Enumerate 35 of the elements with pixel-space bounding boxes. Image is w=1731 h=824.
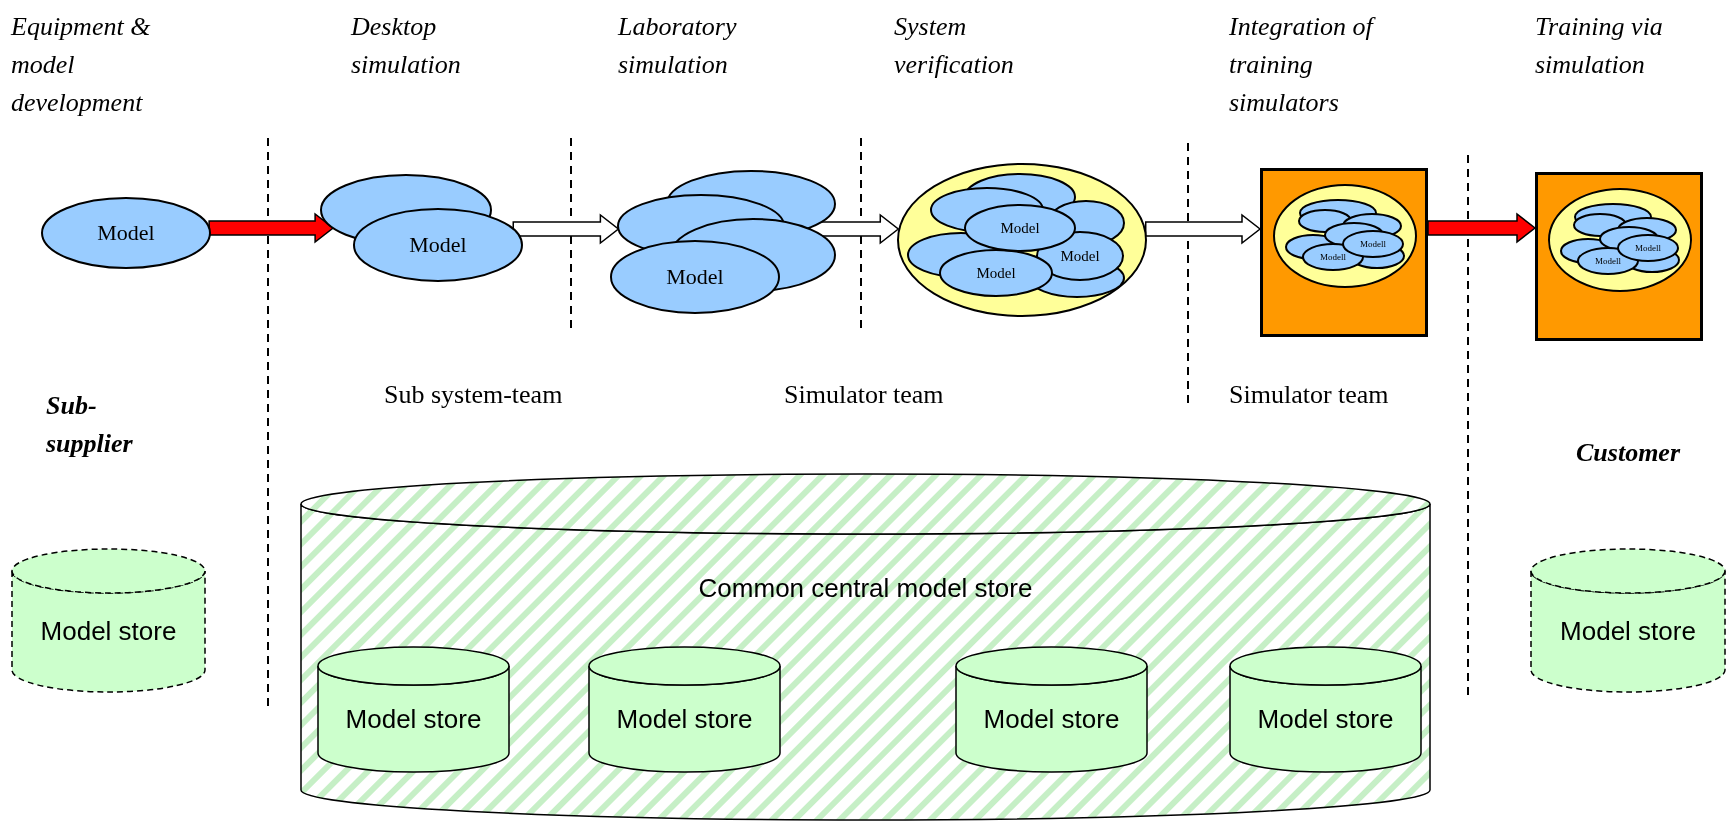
stage-heading: Training via simulation [1535,11,1664,81]
model-label: Model [666,266,724,288]
simulator-panel [1535,172,1703,341]
team-label: Simulator team [1229,379,1390,411]
model-label: Modell [1360,239,1386,249]
team-label: Sub system-team [384,379,564,411]
party-label: Sub-supplier [46,390,134,460]
model-label: Modell [1320,252,1346,262]
stage-heading: System verification [894,11,1015,81]
store-label: Model store [1257,703,1394,735]
block-arrow [808,213,900,245]
store-label: Common central model store [698,572,1033,604]
stage-heading: Integration of training simulators [1229,8,1419,122]
stage-heading: Equipment & model development [11,11,152,119]
store-label: Model store [1560,616,1696,647]
model-label: Model [976,265,1016,281]
model-label: Model [97,222,155,244]
stage-heading: Laboratory simulation [618,11,738,81]
simulator-panel [1260,168,1428,337]
party-label: Customer [1576,437,1682,469]
model-label: Model [1000,220,1040,236]
model-label: Modell [1595,256,1621,266]
store-label: Model store [983,703,1120,735]
model-label: Model [1060,248,1100,264]
block-arrow [512,213,620,245]
block-arrow [208,212,335,244]
store-label: Model store [616,703,753,735]
model-label: Modell [1635,243,1661,253]
store-label: Model store [40,616,177,647]
model-label: Model [409,234,467,256]
block-arrow [1427,212,1537,244]
block-arrow [1144,213,1262,245]
store-label: Model store [345,703,482,735]
team-label: Simulator team [784,379,945,411]
stage-heading: Desktop simulation [351,11,462,81]
